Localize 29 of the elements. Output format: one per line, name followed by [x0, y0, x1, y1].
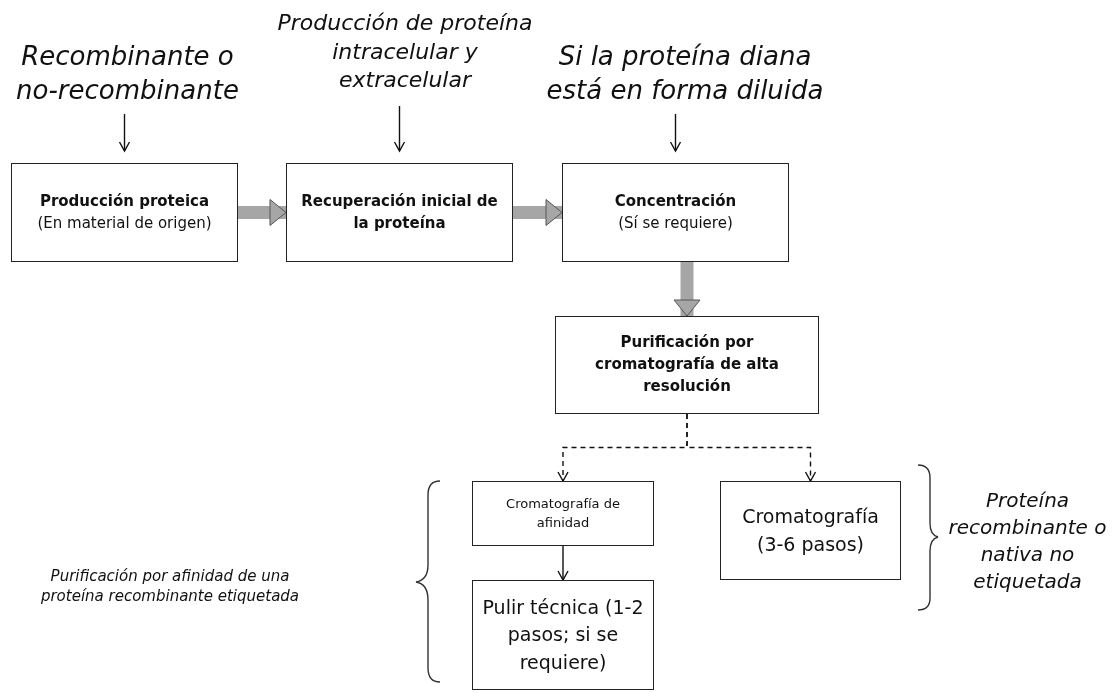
arrow: [557, 545, 569, 581]
box-text: (En material de origen): [37, 212, 212, 234]
note-text: Si la proteína diana está en forma diluida: [540, 38, 830, 110]
arrow: [393, 105, 406, 152]
block-arrow: [673, 262, 701, 317]
process-box: [720, 481, 901, 580]
arrow: [118, 113, 131, 152]
box-heading: Purificación por cromatografía de alta resolución: [594, 332, 780, 397]
block-arrow: [238, 199, 287, 226]
arrow: [686, 413, 817, 482]
process-box: [472, 481, 654, 546]
block-arrow: [513, 199, 563, 226]
box-heading: Recuperación inicial de la proteína: [300, 190, 499, 234]
note-text: Proteína recombinante o nativa no etiquetada: [947, 487, 1108, 595]
process-box: [286, 163, 513, 262]
box-text: Cromatografía de afinidad: [505, 494, 621, 532]
note-text: Producción de proteína intracelular y extracelular: [270, 2, 540, 102]
note-text: Recombinante o no-recombinante: [10, 38, 245, 110]
process-box: [562, 163, 789, 262]
box-text: Pulir técnica (1-2 pasos; si se requiere): [481, 594, 645, 675]
box-text: (Sí se requiere): [618, 212, 733, 234]
process-box: [11, 163, 238, 262]
process-box: [472, 580, 654, 690]
box-heading: Producción proteica: [39, 190, 210, 212]
note-text: Purificación por afinidad de una proteína recombinante etiquetada: [39, 566, 301, 607]
arrow: [669, 113, 682, 152]
box-heading: Concentración: [614, 190, 737, 212]
process-box: [555, 316, 819, 414]
box-text: Cromatografía (3-6 pasos): [741, 503, 880, 557]
